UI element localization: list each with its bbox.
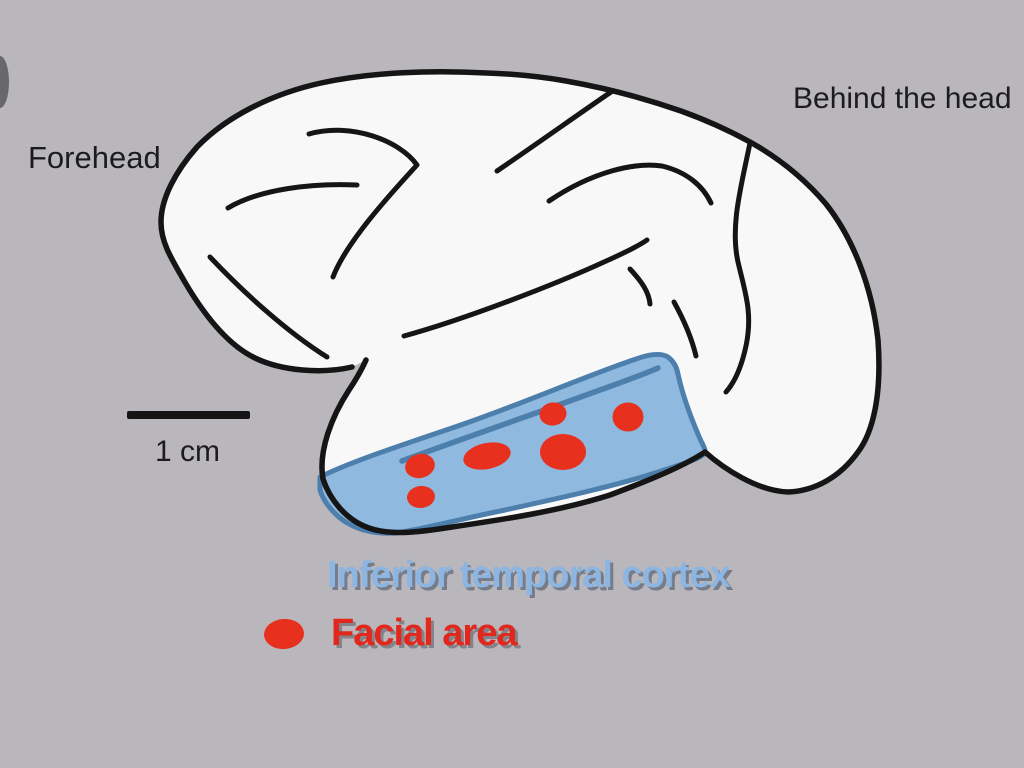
facial-area-spot [612,402,644,432]
facial-area-spot [405,453,435,479]
sulcus [207,254,330,360]
sulcus [723,140,753,395]
sulcus [494,89,614,174]
sulcus [546,162,714,206]
sulcus [225,182,360,211]
forehead-label: Forehead [28,140,161,175]
inferior-temporal-cortex-label: Inferior temporal cortex [327,554,731,596]
scale-bar-label: 1 cm [155,435,221,468]
sulcus [671,299,699,359]
facial-area-spots [264,402,644,650]
scale-bar [127,411,250,419]
sulci [207,89,753,395]
sulcus [627,266,653,307]
behind-the-head-label: Behind the head [793,82,1012,115]
brain-outline [158,69,882,536]
facial-area-spot [407,485,435,509]
photo-edge-artifact [0,56,9,108]
sulcus [401,237,650,339]
region-fold-line [399,365,661,464]
sulcus [306,127,420,280]
facial-area-spot [540,434,586,470]
facial-area-spot [539,402,567,426]
facial-area-spot [463,442,511,470]
facial-area-legend-marker [264,618,304,650]
facial-area-label: Facial area [331,612,517,654]
